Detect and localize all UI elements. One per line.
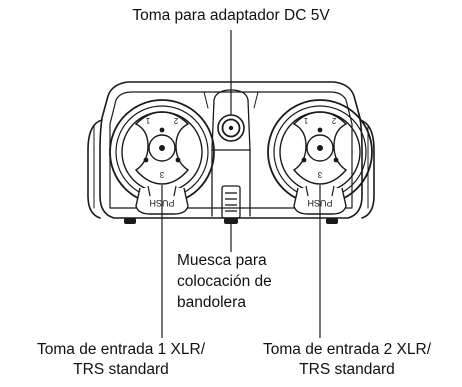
strap-notch-label-line3: bandolera	[177, 294, 246, 311]
jack2-pin2-mark: 2	[331, 116, 336, 125]
strap-notch	[221, 185, 241, 219]
strap-notch-label: Muesca para colocación de bandolera	[177, 250, 272, 313]
input2-label-line2: TRS standard	[299, 361, 395, 378]
center-column	[211, 89, 251, 151]
dc-jack	[217, 114, 245, 142]
input2-label: Toma de entrada 2 XLR/ TRS standard	[232, 340, 462, 380]
jack1-pin2-mark: 2	[173, 116, 178, 125]
dc-jack-label: Toma para adaptador DC 5V	[132, 7, 330, 24]
strap-notch-label-line1: Muesca para	[177, 252, 267, 269]
right-side-rail	[359, 119, 375, 219]
jack2-pin3-mark: 3	[317, 170, 322, 179]
jack2-pin1-mark: 1	[303, 116, 308, 125]
input1-label: Toma de entrada 1 XLR/ TRS standard	[6, 340, 236, 380]
strap-notch-label-line2: colocación de	[177, 273, 272, 290]
input1-label-line1: Toma de entrada 1 XLR/	[36, 341, 206, 358]
jack1-pin3-mark: 3	[159, 170, 164, 179]
front-panel	[109, 91, 353, 209]
input1-label-line2: TRS standard	[73, 361, 169, 378]
input2-label-line1: Toma de entrada 2 XLR/	[262, 341, 432, 358]
jack1-pin1-mark: 1	[145, 116, 150, 125]
left-side-rail	[87, 119, 103, 219]
device-body-outline	[99, 81, 363, 219]
